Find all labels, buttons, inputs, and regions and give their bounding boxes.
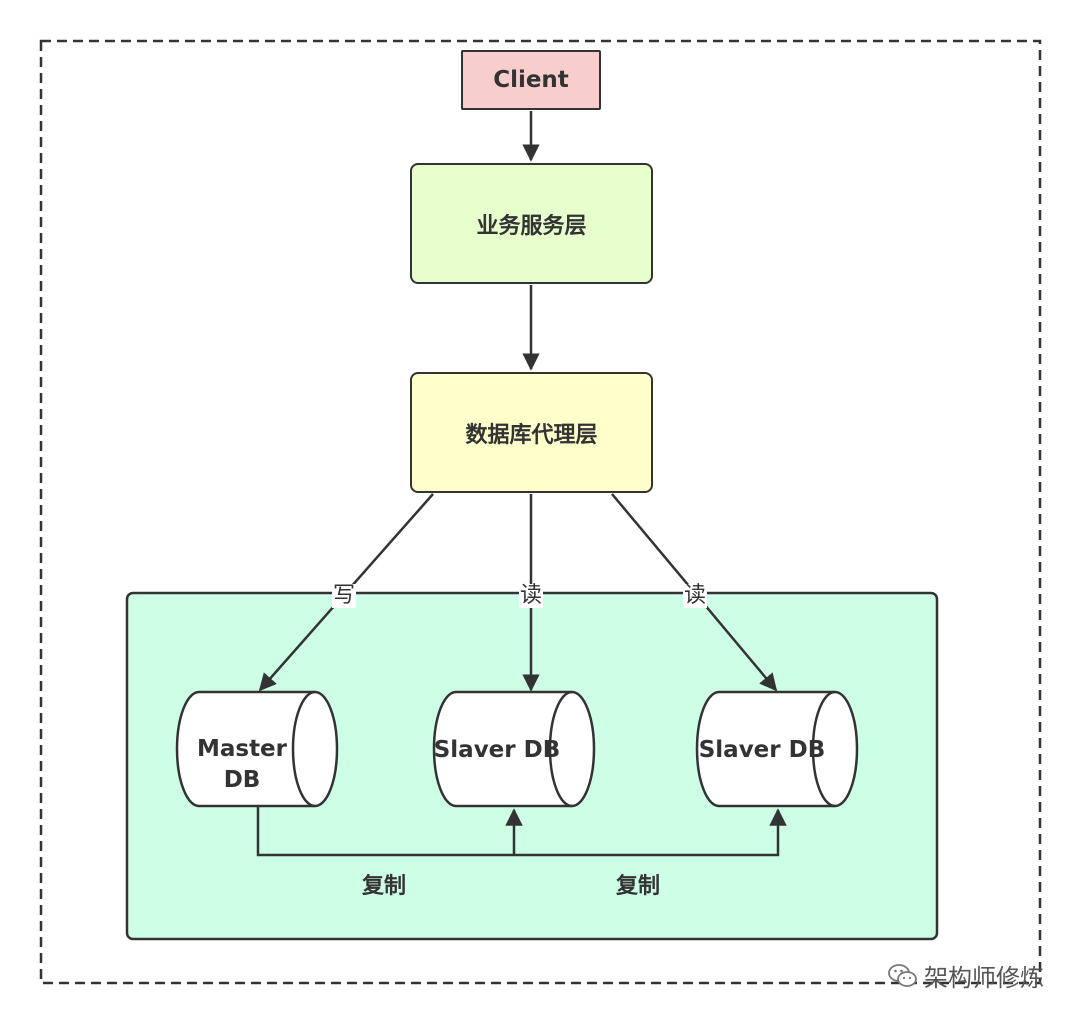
master-db-label-line-1: Master <box>196 736 288 762</box>
slave-db-1-cylinder <box>432 690 596 808</box>
edge-label-write: 写 <box>332 583 357 608</box>
watermark-text: 架构师修炼 <box>924 964 1044 992</box>
outer-boundary <box>39 39 1042 985</box>
master-db-cylinder <box>175 690 339 808</box>
master-db-label-line-2: DB <box>223 767 261 793</box>
client-label: Client <box>493 67 569 93</box>
slave-db-2-cylinder <box>695 690 859 808</box>
watermark: 架构师修炼 <box>888 958 1044 993</box>
proxy-layer-label: 数据库代理层 <box>465 422 598 448</box>
edge-label-read-2: 读 <box>683 583 708 608</box>
slave-db-2-label: Slaver DB <box>698 737 826 763</box>
edge-label-read-1: 读 <box>519 583 544 608</box>
service-layer-label: 业务服务层 <box>476 213 587 239</box>
edge-replication-slave-2 <box>256 807 787 857</box>
replication-label-right: 复制 <box>616 874 661 899</box>
slave-db-1-label: Slaver DB <box>433 737 561 763</box>
proxy-layer-node: 数据库代理层 <box>410 372 653 493</box>
service-layer-node: 业务服务层 <box>410 163 653 284</box>
client-node: Client <box>461 50 601 110</box>
wechat-icon <box>888 963 917 987</box>
master-db-label: Master DB <box>186 734 298 796</box>
replication-label-left: 复制 <box>362 874 407 899</box>
